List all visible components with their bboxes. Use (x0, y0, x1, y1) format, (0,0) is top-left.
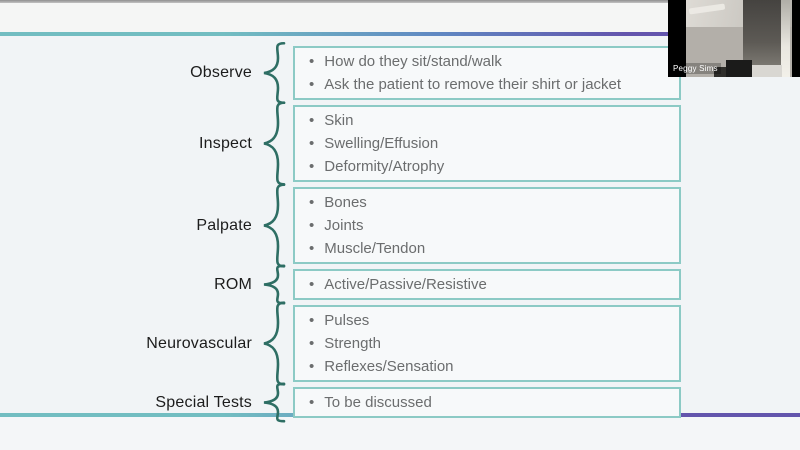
bullet-item-text: Muscle/Tendon (324, 240, 426, 257)
bullet-icon: • (309, 112, 315, 129)
bullet-icon: • (309, 312, 315, 329)
bullet-item-text: Reflexes/Sensation (324, 358, 454, 375)
bullet-item: • Ask the patient to remove their shirt o… (295, 73, 679, 96)
brace (252, 187, 290, 264)
exam-row: Palpate • Bones • Joints • Muscle/Tendon (0, 187, 800, 264)
brace-icon (257, 101, 287, 186)
bullet-item: • Bones (295, 191, 679, 214)
bullet-item-text: Active/Passive/Resistive (324, 276, 487, 293)
bullet-item: • Skin (295, 109, 679, 132)
content-box: • How do they sit/stand/walk • Ask the pati… (293, 46, 681, 100)
brace (252, 387, 290, 418)
bullet-item: • Active/Passive/Resistive (295, 273, 679, 296)
bullet-item-text: Strength (324, 335, 381, 352)
exam-row: Observe • How do they sit/stand/walk • Ask t… (0, 46, 800, 100)
bullet-item-text: Pulses (324, 312, 370, 329)
bullet-item-text: Ask the patient to remove their shirt or… (324, 76, 622, 93)
slide-top-margin (0, 3, 800, 32)
bullet-item-text: Joints (324, 217, 364, 234)
bullet-item-text: Deformity/Atrophy (324, 158, 445, 175)
exam-row: Special Tests • To be discussed (0, 387, 800, 418)
exam-row: ROM • Active/Passive/Resistive (0, 269, 800, 300)
bullet-item: • Muscle/Tendon (295, 237, 679, 260)
slide-bottom-margin (0, 417, 800, 450)
bullet-icon: • (309, 335, 315, 352)
brace (252, 105, 290, 182)
bullet-item: • Strength (295, 332, 679, 355)
brace (252, 269, 290, 300)
top-accent-line (0, 32, 800, 36)
bullet-icon: • (309, 240, 315, 257)
content-box: • Skin • Swelling/Effusion • Deformity/Atroph… (293, 105, 681, 182)
webcam-scene-chair (714, 67, 726, 77)
webcam-scene-monitor (726, 60, 752, 77)
exam-row: Neurovascular • Pulses • Strength • Reflexes/S… (0, 305, 800, 382)
participant-name-label: Peggy Sims (670, 63, 721, 74)
bullet-icon: • (309, 158, 315, 175)
row-label: Neurovascular (146, 334, 252, 352)
content-box: • Active/Passive/Resistive (293, 269, 681, 300)
bullet-icon: • (309, 217, 315, 234)
row-label: Inspect (199, 134, 252, 152)
bullet-item: • Pulses (295, 309, 679, 332)
content-box: • Pulses • Strength • Reflexes/Sensation (293, 305, 681, 382)
webcam-scene-desk (752, 65, 782, 77)
bullet-icon: • (309, 53, 315, 70)
bullet-icon: • (309, 276, 315, 293)
bullet-icon: • (309, 76, 315, 93)
webcam-scene-window (781, 0, 790, 77)
brace-icon (257, 383, 287, 422)
brace (252, 46, 290, 100)
bullet-item: • Joints (295, 214, 679, 237)
webcam-tile[interactable]: Peggy Sims (668, 0, 800, 77)
bullet-icon: • (309, 358, 315, 375)
brace (252, 305, 290, 382)
bullet-item-text: How do they sit/stand/walk (324, 53, 502, 70)
bullet-item: • Reflexes/Sensation (295, 355, 679, 378)
exam-row: Inspect • Skin • Swelling/Effusion • Deformity… (0, 105, 800, 182)
bullet-item-text: Bones (324, 194, 367, 211)
bullet-item-text: Skin (324, 112, 354, 129)
row-label: Palpate (196, 216, 252, 234)
bullet-icon: • (309, 394, 315, 411)
bullet-icon: • (309, 194, 315, 211)
bullet-item: • To be discussed (295, 391, 679, 414)
presentation-slide: Observe • How do they sit/stand/walk • Ask t… (0, 36, 800, 413)
brace-icon (257, 265, 287, 304)
exam-rows: Observe • How do they sit/stand/walk • Ask t… (0, 36, 800, 418)
brace-icon (257, 301, 287, 386)
bullet-item: • Swelling/Effusion (295, 132, 679, 155)
brace-icon (257, 183, 287, 268)
row-label: Special Tests (155, 393, 252, 411)
bullet-item-text: Swelling/Effusion (324, 135, 439, 152)
bullet-icon: • (309, 135, 315, 152)
bullet-item: • Deformity/Atrophy (295, 155, 679, 178)
webcam-video (686, 0, 792, 77)
brace-icon (257, 42, 287, 104)
row-label: Observe (190, 64, 252, 81)
content-box: • To be discussed (293, 387, 681, 418)
bullet-item-text: To be discussed (324, 394, 432, 411)
window-top-strip (0, 0, 800, 3)
bullet-item: • How do they sit/stand/walk (295, 50, 679, 73)
content-box: • Bones • Joints • Muscle/Tendon (293, 187, 681, 264)
row-label: ROM (214, 275, 252, 293)
